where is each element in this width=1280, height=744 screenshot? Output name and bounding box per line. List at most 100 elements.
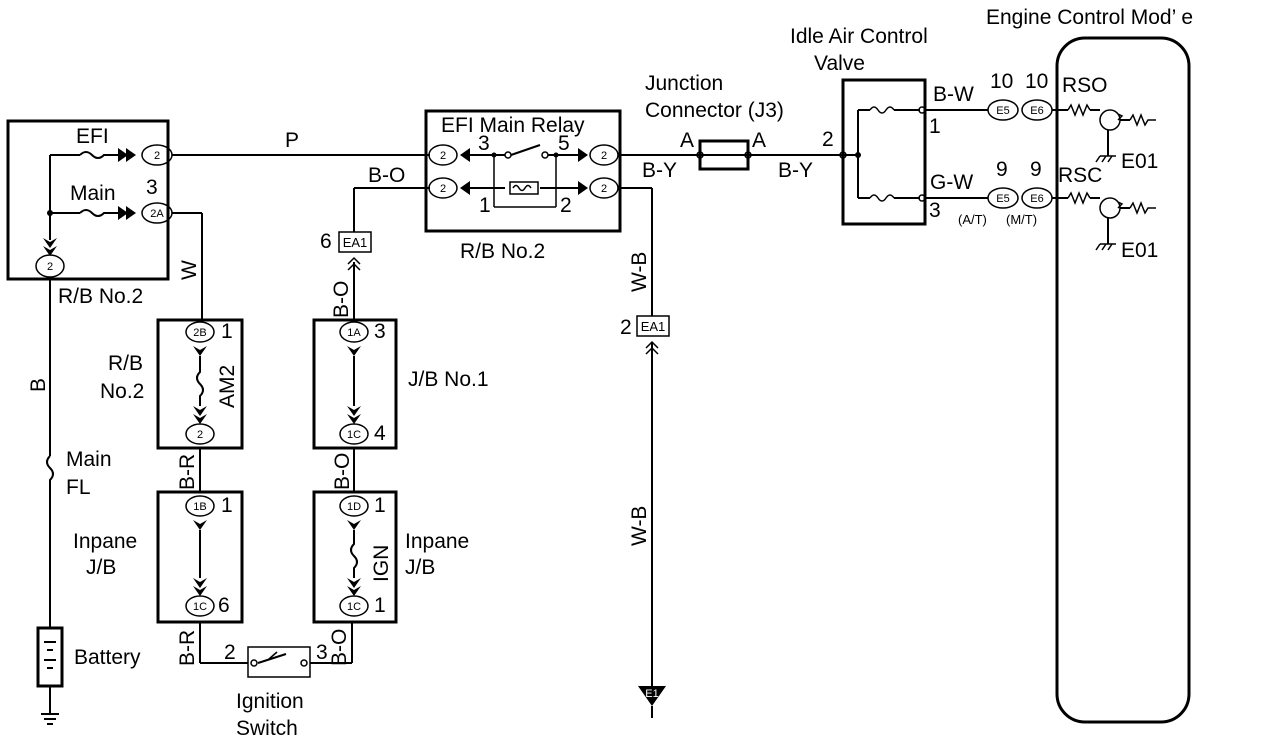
ignition-pin-2: 2	[224, 641, 236, 664]
ea1-bottom-connector: EA1	[636, 315, 670, 337]
ecm-title: Engine Control Mod’ e	[986, 6, 1193, 29]
wire-w-b-2: W-B	[628, 506, 651, 546]
inpane-left-box: 1B 1C 1 6	[156, 490, 244, 624]
e01-label-a: E01	[1121, 150, 1158, 173]
inpane-right-label-2: J/B	[405, 556, 435, 579]
ignition-label-2: Switch	[236, 717, 298, 740]
svg-text:2: 2	[440, 150, 446, 162]
wire-b-y-1: B-Y	[642, 159, 677, 182]
mt-label: (M/T)	[1006, 212, 1037, 227]
inpane-left-bottom-connector: 1C	[193, 601, 207, 613]
rb2-efi-connector: 2	[154, 150, 160, 162]
am2-top-connector: 2B	[193, 327, 206, 339]
inpane-left-label-2: J/B	[86, 556, 116, 579]
am2-rb-label-2: No.2	[100, 380, 144, 403]
jb1-pin-3: 3	[374, 320, 386, 343]
ign-pin-1-top: 1	[374, 494, 386, 517]
ign-top-connector: 1D	[347, 501, 361, 513]
wire-b: B	[27, 378, 50, 392]
e01-label-b: E01	[1121, 239, 1158, 262]
inpane-right-box: 1D 1C IGN 1 1	[312, 490, 398, 624]
efi-relay-rb-label: R/B No.2	[460, 240, 545, 263]
idle-air-control-valve	[839, 78, 927, 226]
main-fuse-label: Main	[70, 182, 116, 205]
battery-label: Battery	[74, 646, 141, 669]
wire-b-o-2: B-O	[331, 453, 354, 490]
iac-pin-3: 3	[929, 199, 941, 222]
engine-control-module	[1052, 36, 1191, 724]
rsc-label: RSC	[1058, 164, 1102, 187]
wire-p: P	[285, 129, 299, 152]
efi-relay-pin-2: 2	[560, 194, 572, 217]
pin-10-b: 10	[1025, 70, 1048, 93]
svg-text:2: 2	[601, 150, 607, 162]
e5-top: E5	[996, 105, 1009, 117]
pin-9-b: 9	[1030, 158, 1042, 181]
ign-pin-1-bottom: 1	[374, 594, 386, 617]
jb1-label: J/B No.1	[408, 368, 489, 391]
ignition-switch[interactable]	[247, 646, 311, 678]
am2-name: AM2	[216, 365, 239, 408]
junction-a-right: A	[752, 129, 766, 152]
at-label: (A/T)	[958, 212, 987, 227]
ground-e1: E1	[638, 686, 666, 718]
jb1-pin-4: 4	[374, 422, 386, 445]
iac-pin-2: 2	[822, 128, 834, 151]
efi-relay-pin-1: 1	[479, 194, 491, 217]
svg-text:2: 2	[601, 183, 607, 195]
am2-bottom-connector: 2	[197, 429, 203, 441]
svg-text:2: 2	[440, 183, 446, 195]
iac-pin-1: 1	[929, 115, 941, 138]
efi-relay-pin-3: 3	[478, 132, 490, 155]
ignition-pin-3: 3	[316, 641, 328, 664]
rb2-main-connector: 2A	[150, 208, 164, 220]
wire-b-o-top: B-O	[368, 164, 405, 187]
wire-b-r-1: B-R	[176, 454, 199, 490]
main-pin-3: 3	[146, 176, 158, 199]
svg-text:EA1: EA1	[641, 319, 666, 334]
iac-title-2: Valve	[814, 52, 865, 75]
jb1-bottom-connector: 1C	[347, 429, 361, 441]
iac-title-1: Idle Air Control	[790, 25, 928, 48]
inpane-right-label-1: Inpane	[405, 530, 469, 553]
svg-text:EA1: EA1	[343, 235, 368, 250]
wire-w-b-1: W-B	[628, 252, 651, 292]
efi-fuse-label: EFI	[76, 125, 109, 148]
main-fl-label-2: FL	[66, 476, 91, 499]
am2-rb-label-1: R/B	[108, 352, 143, 375]
junction-a-left: A	[680, 129, 694, 152]
rb2-left-box: 2 EFI 2A Main 3 2	[6, 119, 173, 281]
rb2-bottom-connector: 2	[47, 261, 53, 273]
efi-relay-pin-5: 5	[558, 132, 570, 155]
ea1-top-connector: EA1	[338, 231, 372, 253]
wire-b-o-1: B-O	[330, 281, 353, 318]
e6-bottom: E6	[1030, 193, 1043, 205]
rb2-left-label: R/B No.2	[58, 285, 143, 308]
junction-connector-j3	[696, 139, 752, 171]
ea1-top-num: 6	[320, 230, 332, 253]
junction-title-1: Junction	[645, 72, 723, 95]
e5-bottom: E5	[996, 193, 1009, 205]
svg-text:E1: E1	[645, 688, 658, 700]
junction-title-2: Connector (J3)	[645, 99, 784, 122]
wire-b-r-2: B-R	[176, 630, 199, 666]
inpane-left-label-1: Inpane	[73, 530, 137, 553]
am2-box: 2B 2 AM2 1	[156, 318, 244, 450]
ign-bottom-connector: 1C	[347, 601, 361, 613]
efi-relay-title: EFI Main Relay	[441, 114, 585, 137]
pin-9-a: 9	[996, 158, 1008, 181]
wire-w: W	[178, 260, 201, 280]
ign-name: IGN	[370, 545, 393, 582]
wire-b-y-2: B-Y	[778, 159, 813, 182]
inpane-left-pin-6: 6	[218, 594, 230, 617]
main-fl-label-1: Main	[66, 448, 112, 471]
ea1-bottom-num: 2	[620, 316, 632, 339]
battery-symbol	[36, 626, 64, 725]
wire-b-o-3: B-O	[328, 629, 351, 666]
ignition-label-1: Ignition	[236, 690, 304, 713]
am2-pin-1: 1	[221, 320, 233, 343]
wire-b-w: B-W	[933, 83, 974, 106]
jb1-box: 1A 1C 3 4	[312, 318, 398, 450]
inpane-left-pin-1: 1	[221, 494, 233, 517]
